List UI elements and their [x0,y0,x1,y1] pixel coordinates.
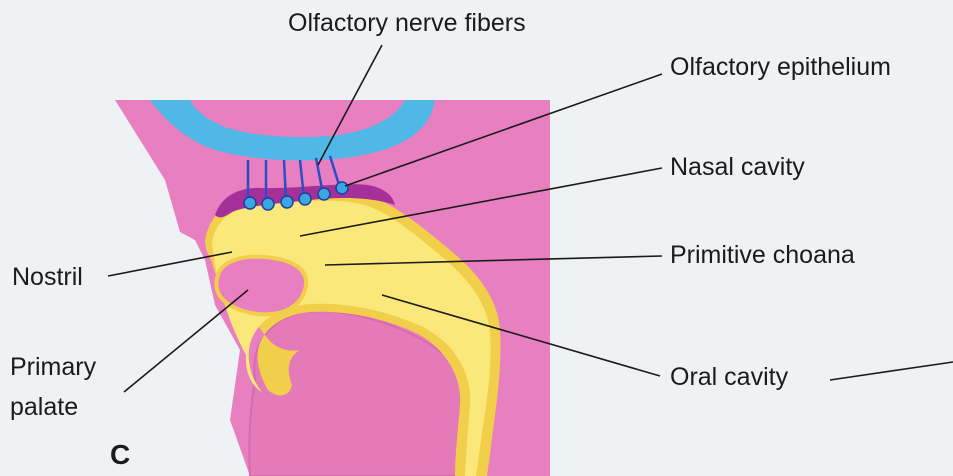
label-olfactory-epithelium: Olfactory epithelium [670,52,891,82]
olfactory-cell [244,197,256,209]
olfactory-cell [318,188,330,200]
leader-primary-palate [124,290,248,392]
panel-letter: C [110,440,130,470]
label-primitive-choana: Primitive choana [670,240,855,270]
label-nasal-cavity: Nasal cavity [670,152,805,182]
label-olfactory-nerve-fibers: Olfactory nerve fibers [288,8,526,38]
olfactory-cell [262,198,274,210]
leader-offscreen [830,362,953,380]
olfactory-cell [281,196,293,208]
olfactory-cell [299,193,311,205]
olfactory-cell [336,182,348,194]
label-primary-palate-line2: palate [10,392,78,422]
label-oral-cavity: Oral cavity [670,362,788,392]
label-nostril: Nostril [12,262,83,292]
label-primary-palate-line1: Primary [10,352,96,382]
